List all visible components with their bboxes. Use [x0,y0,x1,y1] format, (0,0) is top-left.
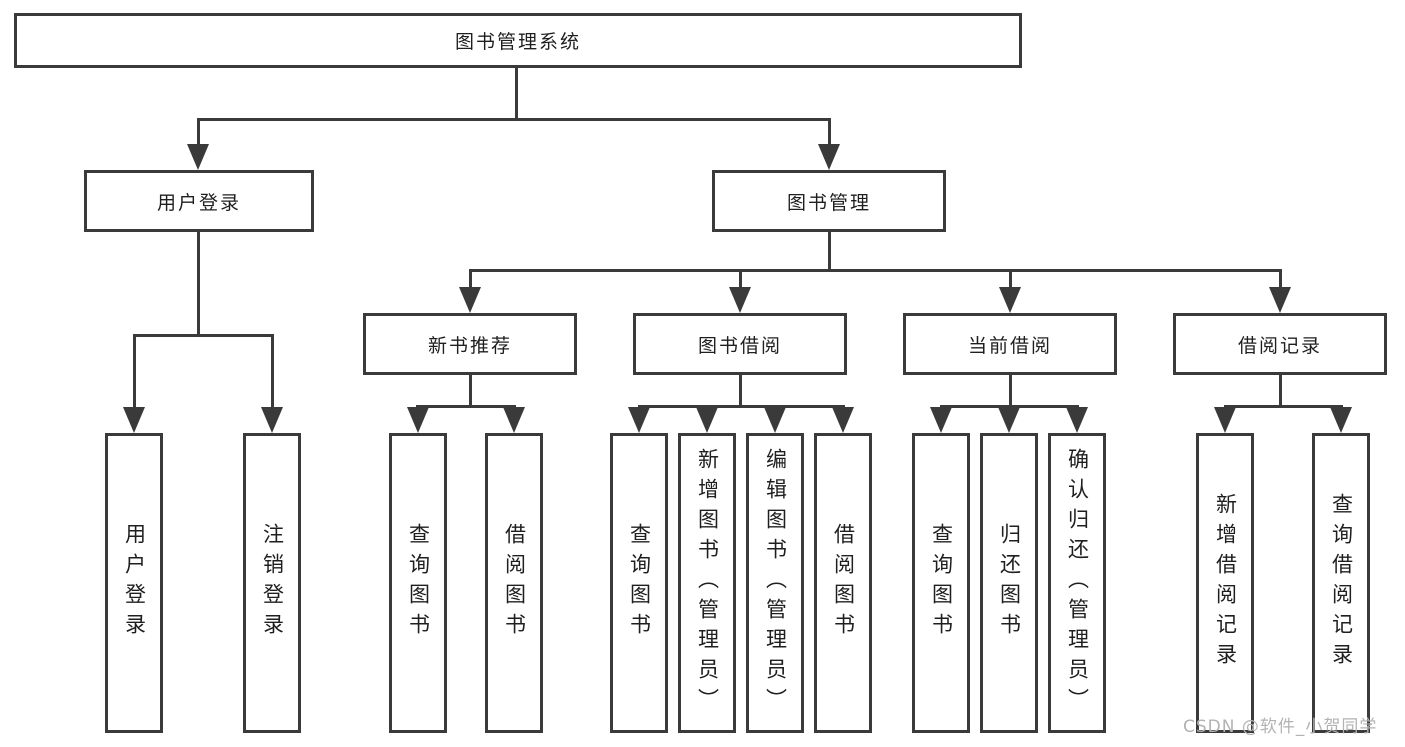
node-book-borrowing: 图书借阅 [633,313,847,375]
arrow-down-icon [407,407,429,433]
leaf-confirm-return-admin: 确认归还（管理员） [1048,433,1106,733]
leaf-query-books: 查询图书 [912,433,970,733]
connector-stem [271,334,274,409]
connector-stem [1279,269,1282,289]
connector-stem [197,118,200,146]
arrow-down-icon [998,407,1020,433]
leaf-query-books: 查询图书 [610,433,668,733]
arrow-down-icon [261,407,283,433]
node-user-login: 用户登录 [84,170,314,232]
arrow-down-icon [729,287,751,313]
leaf-logout: 注销登录 [243,433,301,733]
arrow-down-icon [696,407,718,433]
arrow-down-icon [123,407,145,433]
connector-stem [1279,375,1282,408]
leaf-return-books: 归还图书 [980,433,1038,733]
arrow-down-icon [1330,407,1352,433]
connector-stem [828,232,831,272]
connector-root-stem [515,68,518,120]
leaf-borrow-books: 借阅图书 [485,433,543,733]
connector-branch [469,269,1282,272]
arrow-down-icon [187,144,209,170]
arrow-down-icon [459,287,481,313]
node-book-management: 图书管理 [712,170,946,232]
arrow-down-icon [818,144,840,170]
arrow-down-icon [1066,407,1088,433]
connector-branch [638,405,845,408]
arrow-down-icon [1214,407,1236,433]
arrow-down-icon [832,407,854,433]
leaf-add-book-admin: 新增图书（管理员） [678,433,736,733]
node-current-borrowing: 当前借阅 [903,313,1117,375]
connector-stem [469,375,472,408]
arrow-down-icon [930,407,952,433]
connector-stem [739,375,742,408]
connector-stem [197,232,200,336]
connector-stem [1009,375,1012,408]
arrow-down-icon [999,287,1021,313]
arrow-down-icon [1269,287,1291,313]
node-new-book-recommend: 新书推荐 [363,313,577,375]
connector-stem [133,334,136,409]
leaf-add-borrow-record: 新增借阅记录 [1196,433,1254,733]
arrow-down-icon [628,407,650,433]
connector-branch [940,405,1079,408]
node-borrowing-records: 借阅记录 [1173,313,1387,375]
connector-root-branch [197,118,831,121]
connector-stem [739,269,742,289]
node-library-system: 图书管理系统 [14,13,1022,68]
connector-branch [133,334,274,337]
connector-branch [416,405,516,408]
leaf-edit-book-admin: 编辑图书（管理员） [746,433,804,733]
leaf-query-books: 查询图书 [389,433,447,733]
leaf-query-borrow-record: 查询借阅记录 [1312,433,1370,733]
connector-stem [469,269,472,289]
watermark: CSDN @软件_小贺同学 [1183,717,1378,737]
arrow-down-icon [503,407,525,433]
arrow-down-icon [764,407,786,433]
connector-branch [1224,405,1343,408]
connector-stem [1009,269,1012,289]
leaf-user-login: 用户登录 [105,433,163,733]
leaf-borrow-books: 借阅图书 [814,433,872,733]
connector-stem [828,118,831,146]
